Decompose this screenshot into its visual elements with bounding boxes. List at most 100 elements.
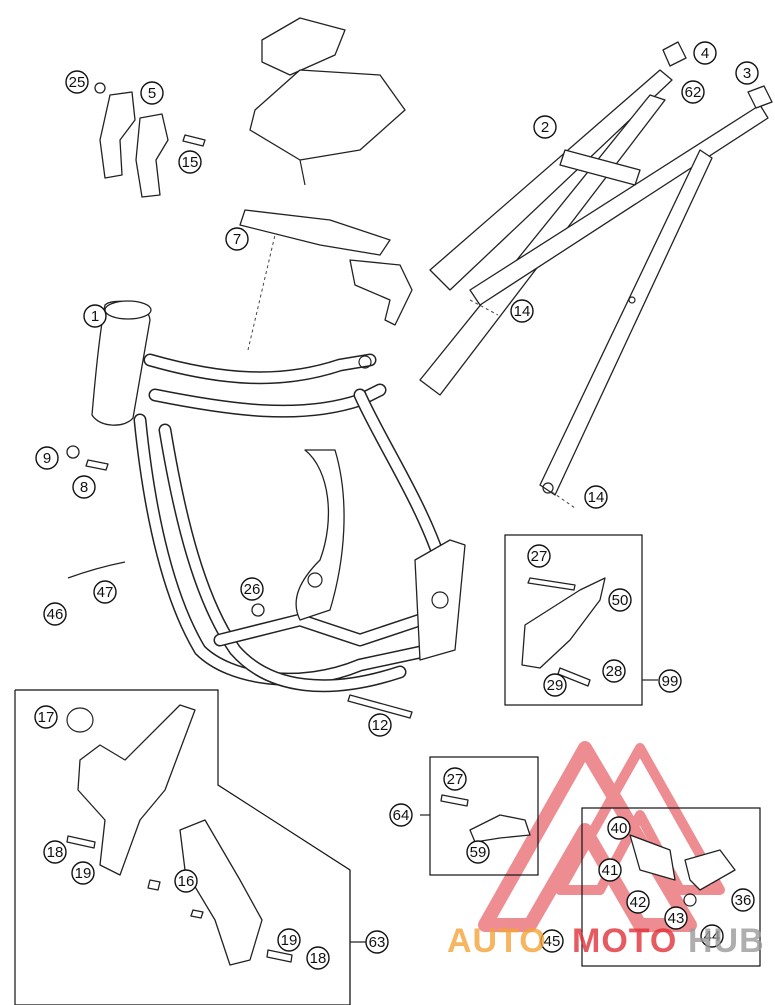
callout-circle xyxy=(664,906,688,930)
callout-c50: 50 xyxy=(608,588,632,612)
callout-circle xyxy=(65,70,89,94)
callout-number: 19 xyxy=(75,865,92,882)
callout-number: 15 xyxy=(182,154,199,171)
callout-c1: 1 xyxy=(83,304,107,328)
callout-circle xyxy=(83,304,107,328)
box-footpegs xyxy=(581,807,761,967)
callout-c9: 9 xyxy=(35,446,59,470)
callout-circle xyxy=(598,858,622,882)
end-cap-right xyxy=(747,85,773,109)
callout-circle xyxy=(731,888,755,912)
callout-c44: 44 xyxy=(700,924,724,948)
callout-number: 18 xyxy=(47,844,64,861)
callout-circle xyxy=(658,669,682,693)
chain-slider xyxy=(440,794,531,843)
callout-c19b: 19 xyxy=(277,928,301,952)
callout-number: 14 xyxy=(514,303,531,320)
callout-circle xyxy=(368,713,392,737)
callout-c17: 17 xyxy=(34,705,58,729)
callout-circle xyxy=(72,475,96,499)
callout-c12: 12 xyxy=(368,713,392,737)
callout-c42: 42 xyxy=(626,890,650,914)
leader-lines xyxy=(349,679,658,1005)
callout-number: 18 xyxy=(310,950,327,967)
callout-number: 8 xyxy=(80,479,88,496)
callout-number: 44 xyxy=(704,928,721,945)
callout-number: 28 xyxy=(606,663,623,680)
callout-number: 40 xyxy=(611,820,628,837)
callout-circle xyxy=(43,602,67,626)
motor-mount-brackets xyxy=(99,91,169,198)
bracket xyxy=(239,209,413,326)
callout-number: 63 xyxy=(369,934,386,951)
callout-c41: 41 xyxy=(598,858,622,882)
callout-number: 7 xyxy=(233,231,241,248)
callout-number: 36 xyxy=(735,892,752,909)
callout-circle xyxy=(608,588,632,612)
callout-circle xyxy=(277,928,301,952)
callout-circle xyxy=(306,946,330,970)
callout-number: 19 xyxy=(281,932,298,949)
callout-c25: 25 xyxy=(65,70,89,94)
callout-c47: 47 xyxy=(93,580,117,604)
callout-number: 1 xyxy=(91,308,99,325)
callout-number: 14 xyxy=(588,489,605,506)
callout-number: 9 xyxy=(43,450,51,467)
callout-c45: 45 xyxy=(540,929,564,953)
callout-circle xyxy=(700,924,724,948)
callout-number: 50 xyxy=(612,592,629,609)
callout-number: 2 xyxy=(541,119,549,136)
callout-circle xyxy=(540,929,564,953)
callout-circle xyxy=(389,803,413,827)
box-chain-slider xyxy=(429,756,539,876)
callout-circle xyxy=(466,840,490,864)
callout-c26: 26 xyxy=(240,577,264,601)
callout-circle xyxy=(93,580,117,604)
callout-c28: 28 xyxy=(602,659,626,683)
callout-number: 45 xyxy=(544,933,561,950)
callout-c62: 62 xyxy=(681,80,705,104)
end-cap-left xyxy=(662,41,687,67)
main-frame xyxy=(91,234,466,693)
callout-c16: 16 xyxy=(174,869,198,893)
callout-c29: 29 xyxy=(543,673,567,697)
callout-c7: 7 xyxy=(225,227,249,251)
callout-c18b: 18 xyxy=(306,946,330,970)
callout-c14a: 14 xyxy=(510,299,534,323)
callout-c63: 63 xyxy=(365,930,389,954)
callout-circle xyxy=(34,705,58,729)
callout-circle xyxy=(365,930,389,954)
callout-circle xyxy=(527,544,551,568)
callout-c4: 4 xyxy=(693,41,717,65)
callout-c43: 43 xyxy=(664,906,688,930)
callout-circle xyxy=(71,861,95,885)
watermark-text: AUTO MOTO HUB xyxy=(447,922,764,960)
callout-c3: 3 xyxy=(735,61,759,85)
callout-number: 99 xyxy=(662,673,679,690)
callout-c40: 40 xyxy=(607,816,631,840)
callout-c64: 64 xyxy=(389,803,413,827)
chain-guide xyxy=(521,577,606,687)
callout-c5: 5 xyxy=(140,81,164,105)
callout-circle xyxy=(510,299,534,323)
callout-number: 25 xyxy=(69,74,86,91)
callout-number: 43 xyxy=(668,910,685,927)
callout-number: 17 xyxy=(38,709,55,726)
callout-number: 16 xyxy=(178,873,195,890)
callout-number: 12 xyxy=(372,717,389,734)
callout-number: 5 xyxy=(148,85,156,102)
callout-circle xyxy=(607,816,631,840)
callout-circle xyxy=(735,61,759,85)
callout-number: 62 xyxy=(685,84,702,101)
watermark-moto: MOTO xyxy=(572,922,677,960)
callout-circle xyxy=(178,150,202,174)
callout-number: 27 xyxy=(531,548,548,565)
callout-c19a: 19 xyxy=(71,861,95,885)
callout-c59: 59 xyxy=(466,840,490,864)
callout-number: 26 xyxy=(244,581,261,598)
callout-circle xyxy=(584,485,608,509)
callout-circle xyxy=(693,41,717,65)
watermark-auto: AUTO xyxy=(447,922,547,960)
callout-number: 4 xyxy=(701,45,709,62)
footpegs xyxy=(629,834,736,907)
